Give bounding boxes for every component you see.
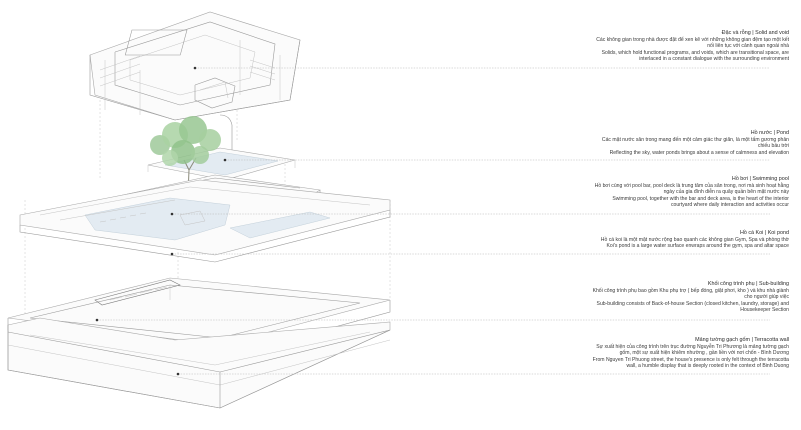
annotation-line: chiếu bầu trời (757, 143, 789, 150)
annotation-title: Hồ bơi | Swimming pool (731, 176, 789, 182)
annotation-sub-building: Khối công trình phụ | Sub-building Khối … (519, 281, 789, 314)
annotation-line: Reflecting the sky, water ponds brings a… (609, 149, 789, 156)
annotation-solid-and-void: Đặc và rỗng | Solid and void Các không g… (519, 30, 789, 63)
annotation-line: wall, a humble display that is deeply ro… (626, 363, 789, 370)
annotation-line: From Nguyen Tri Phuong street, the house… (592, 356, 789, 363)
annotation-line: Swimming pool, together with the bar and… (612, 195, 789, 202)
annotation-line: Housekeeper Section (740, 307, 789, 314)
annotation-line: Sự xuất hiện của công trình trên trục đư… (596, 343, 789, 350)
leader-lines (95, 66, 770, 376)
annotation-line: ngày của gia đình diễn ra quây quần bên … (663, 189, 789, 196)
annotation-title: Hồ cá Koi | Koi pond (739, 230, 789, 236)
annotation-line: Hồ cá koi là một mặt nước rộng bao quanh… (600, 236, 789, 243)
annotation-line: Solids, which hold functional programs, … (601, 49, 789, 56)
annotation-line: nối liên tục với cảnh quan ngoài nhà (707, 43, 789, 50)
annotation-line: Sub-building consists of Back-of-house S… (596, 300, 789, 307)
annotation-line: Các mặt nước sân trong mang đến một cảm … (601, 136, 789, 143)
annotation-line: cho người giúp việc (744, 294, 789, 301)
annotation-line: Các không gian trong nhà được đặt để xen… (596, 36, 789, 43)
annotation-swimming-pool: Hồ bơi | Swimming pool Hồ bơi cùng với p… (519, 176, 789, 209)
annotation-line: Koi's pond is a large water surface enwr… (606, 243, 789, 250)
layer-solid-and-void (89, 11, 301, 150)
annotation-title: Khối công trình phụ | Sub-building (707, 281, 789, 287)
layer-terracotta-wall (7, 317, 391, 409)
annotation-terracotta-wall: Mảng tường gạch gốm | Terracotta wall Sự… (519, 337, 789, 370)
annotation-line: Khối công trình phụ bao gồm Khu phụ trợ … (592, 287, 789, 294)
annotation-line: interlaced in a constant dialogue with t… (639, 56, 789, 63)
annotation-koi-pond: Hồ cá Koi | Koi pond Hồ cá koi là một mặ… (519, 230, 789, 250)
annotation-pond: Hồ nước | Pond Các mặt nước sân trong ma… (519, 130, 789, 156)
annotation-title: Mảng tường gạch gốm | Terracotta wall (695, 337, 789, 343)
tree-illustration (150, 116, 221, 196)
annotation-line: courtyard where daily interaction and ac… (670, 202, 789, 209)
layer-koi-pond (19, 179, 391, 263)
annotation-line: gốm, một sự xuất hiện khiêm nhường , gần… (619, 350, 789, 357)
annotation-title: Đặc và rỗng | Solid and void (721, 30, 789, 36)
annotation-title: Hồ nước | Pond (750, 130, 789, 136)
annotation-line: Hồ bơi cùng với pool bar, pool deck là t… (594, 182, 789, 189)
